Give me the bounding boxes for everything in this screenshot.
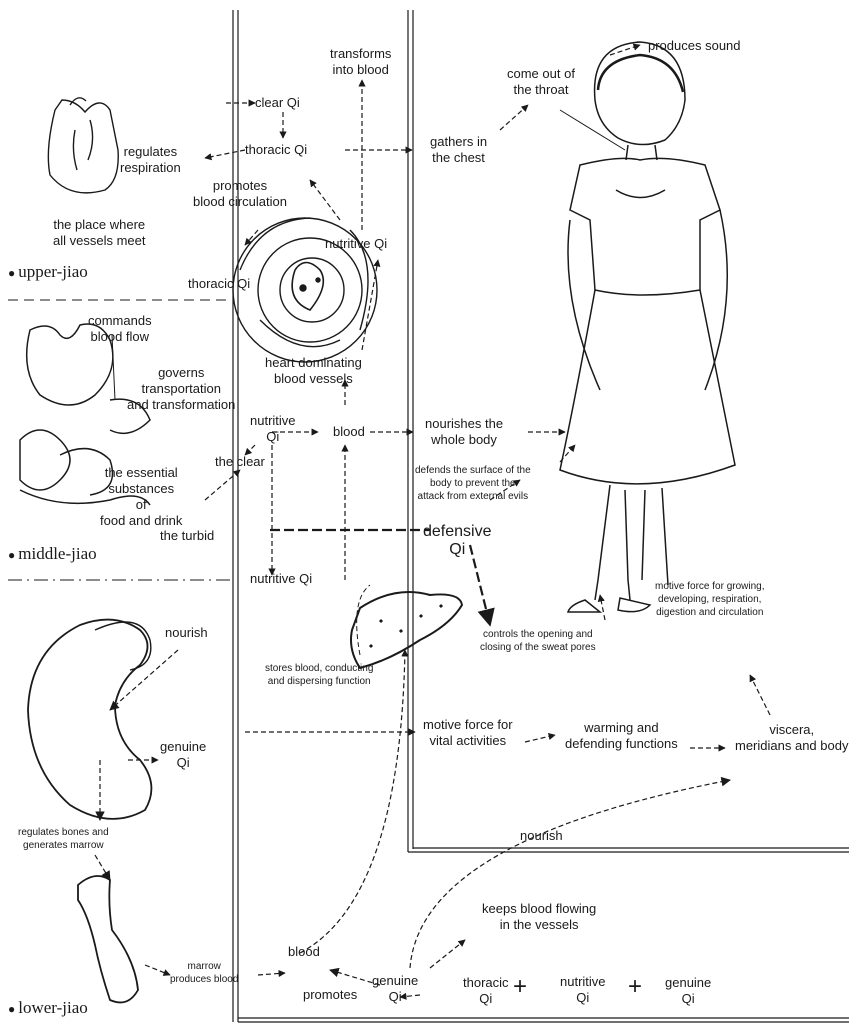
label-plus-2: + [628, 978, 642, 996]
label-nourish-kidney: nourish [165, 625, 208, 641]
label-thoracic-qi-top: thoracic Qi [245, 142, 307, 158]
label-produces-sound: produces sound [648, 38, 741, 54]
label-regulates-respiration: regulates respiration [120, 144, 181, 176]
label-plus-1: + [513, 978, 527, 996]
label-viscera: viscera, meridians and body [735, 722, 848, 754]
label-stores-blood: stores blood, conducting and dispersing … [265, 662, 373, 688]
label-commands-blood-flow: commands blood flow [88, 313, 152, 345]
liver-pointer [357, 585, 370, 655]
section-upper-jiao: ●upper-jiao [8, 262, 88, 282]
label-nutritive-qi-mid: nutritive Qi [250, 413, 296, 445]
label-essential-substances: the essential substances of food and dri… [100, 465, 182, 529]
label-motive-force-growing: motive force for growing, developing, re… [655, 580, 765, 619]
section-middle-jiao: ●middle-jiao [8, 544, 97, 564]
label-nourishes-whole-body: nourishes the whole body [425, 416, 503, 448]
label-transforms-into-blood: transforms into blood [330, 46, 391, 78]
kidney-sketch [28, 620, 151, 819]
label-genuine-qi-kidney: genuine Qi [160, 739, 206, 771]
label-gathers-in-chest: gathers in the chest [430, 134, 487, 166]
liver-sketch [351, 592, 462, 668]
label-warming-defending: warming and defending functions [565, 720, 678, 752]
woman-figure [560, 42, 735, 612]
label-keeps-blood-flowing: keeps blood flowing in the vessels [482, 901, 596, 933]
label-thoracic-qi-heart: thoracic Qi [188, 276, 250, 292]
lung-sketch [48, 98, 118, 193]
section-lower-jiao: ●lower-jiao [8, 998, 88, 1018]
label-the-turbid: the turbid [160, 528, 214, 544]
label-place-vessels-meet: the place where all vessels meet [53, 217, 145, 249]
label-come-out-throat: come out of the throat [507, 66, 575, 98]
label-defends-surface: defends the surface of the body to preve… [415, 464, 531, 503]
label-defensive-qi: defensive Qi [423, 523, 492, 559]
label-marrow-produces: marrow produces blood [170, 960, 238, 986]
label-promotes-bottom: promotes [303, 987, 357, 1003]
label-the-clear: the clear [215, 454, 265, 470]
label-motive-force-vital: motive force for vital activities [423, 717, 513, 749]
label-thoracic-qi-bottom: thoracic Qi [463, 975, 509, 1007]
throat-pointer [560, 110, 625, 150]
label-blood-mid: blood [333, 424, 365, 440]
label-genuine-qi-bottom: genuine Qi [372, 973, 418, 1005]
label-controls-sweat-pores: controls the opening and closing of the … [480, 628, 596, 654]
label-governs-transport: governs transportation and transformatio… [127, 365, 235, 413]
label-nutritive-qi-low: nutritive Qi [250, 571, 312, 587]
label-nutritive-qi-heart: nutritive Qi [325, 236, 387, 252]
label-heart-dominating: heart dominating blood vessels [265, 355, 362, 387]
label-clear-qi: clear Qi [255, 95, 300, 111]
label-nourish-bottom: nourish [520, 828, 563, 844]
label-nutritive-qi-bottom: nutritive Qi [560, 974, 606, 1006]
label-regulates-bones: regulates bones and generates marrow [18, 826, 109, 852]
bone-sketch [78, 876, 138, 1002]
label-genuine-qi-bottom-2: genuine Qi [665, 975, 711, 1007]
label-blood-bottom: blood [288, 944, 320, 960]
label-promotes-blood-circulation: promotes blood circulation [193, 178, 287, 210]
frame-lines [233, 10, 849, 1022]
